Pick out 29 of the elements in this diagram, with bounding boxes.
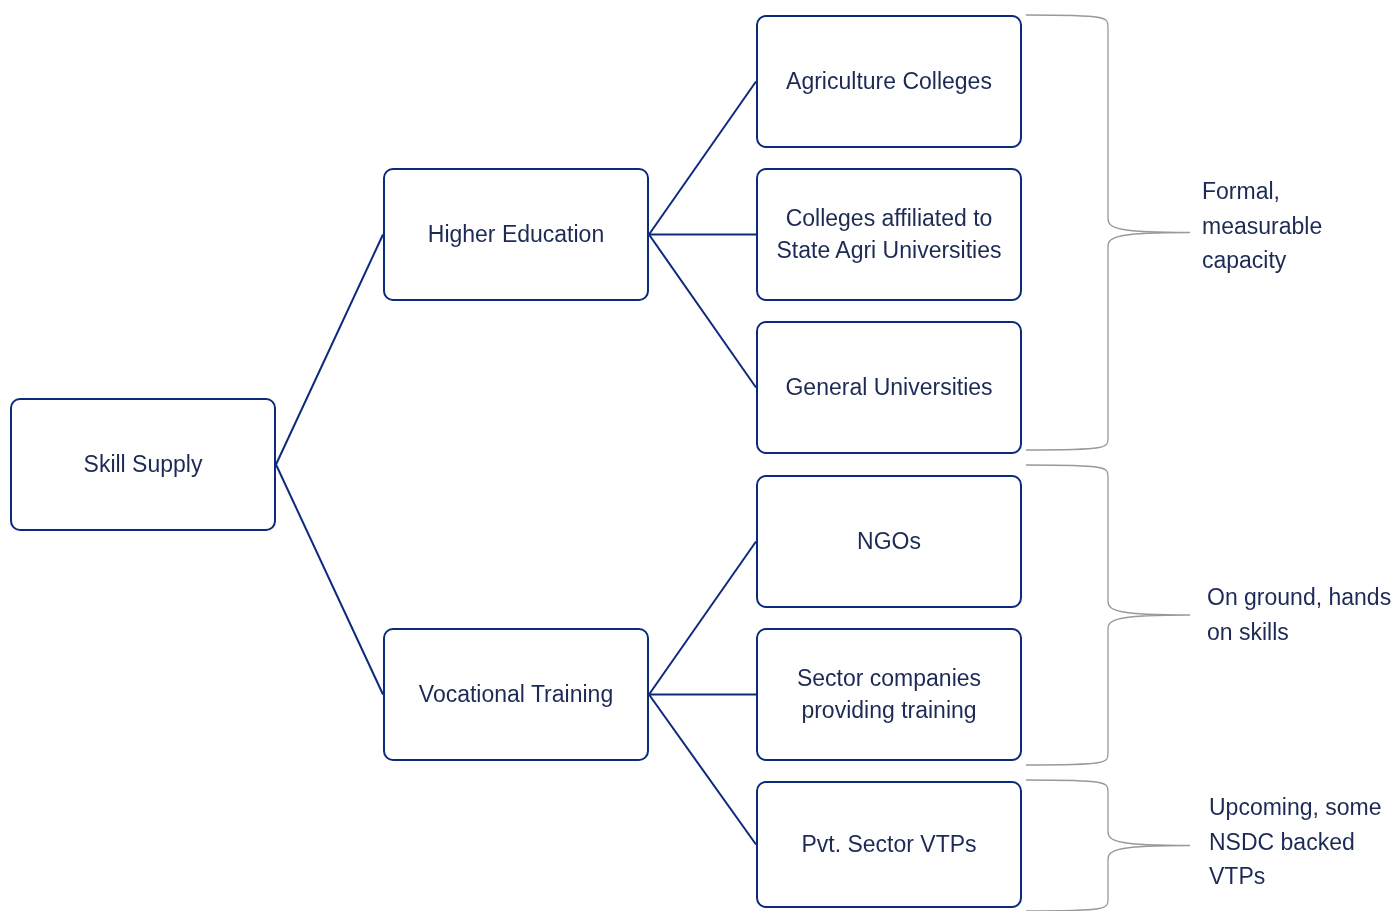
brace-note: Upcoming, some NSDC backed VTPs	[1209, 793, 1383, 891]
process-box	[10, 398, 276, 531]
brace-note: On ground, hands on skills	[1207, 583, 1393, 647]
node-label: NGOs	[857, 526, 921, 556]
node-label: General Universities	[785, 372, 993, 402]
node-label: Skill Supply	[83, 449, 203, 479]
connector-line	[648, 693, 757, 696]
node-label: Colleges affiliated to State Agri Universities	[775, 204, 1003, 265]
process-box	[756, 15, 1022, 148]
node-label: Sector companies providing training	[795, 664, 983, 725]
process-box	[756, 781, 1022, 908]
connector-line	[648, 80, 757, 236]
process-box	[756, 321, 1022, 454]
connector-line	[648, 540, 757, 696]
connector-line	[275, 463, 384, 696]
brace-note: Formal, measurable capacity	[1202, 177, 1324, 275]
node-label: Higher Education	[427, 219, 605, 249]
node-label: Pvt. Sector VTPs	[801, 829, 977, 859]
node-label: Agriculture Colleges	[786, 66, 992, 96]
process-box	[383, 168, 649, 301]
node-label: Vocational Training	[418, 679, 614, 709]
connector-line	[648, 233, 757, 236]
process-box	[756, 475, 1022, 608]
connector-line	[648, 693, 757, 846]
process-box	[756, 628, 1022, 761]
process-box	[756, 168, 1022, 301]
process-box	[383, 628, 649, 761]
connector-line	[275, 233, 384, 466]
connector-line	[648, 233, 757, 389]
